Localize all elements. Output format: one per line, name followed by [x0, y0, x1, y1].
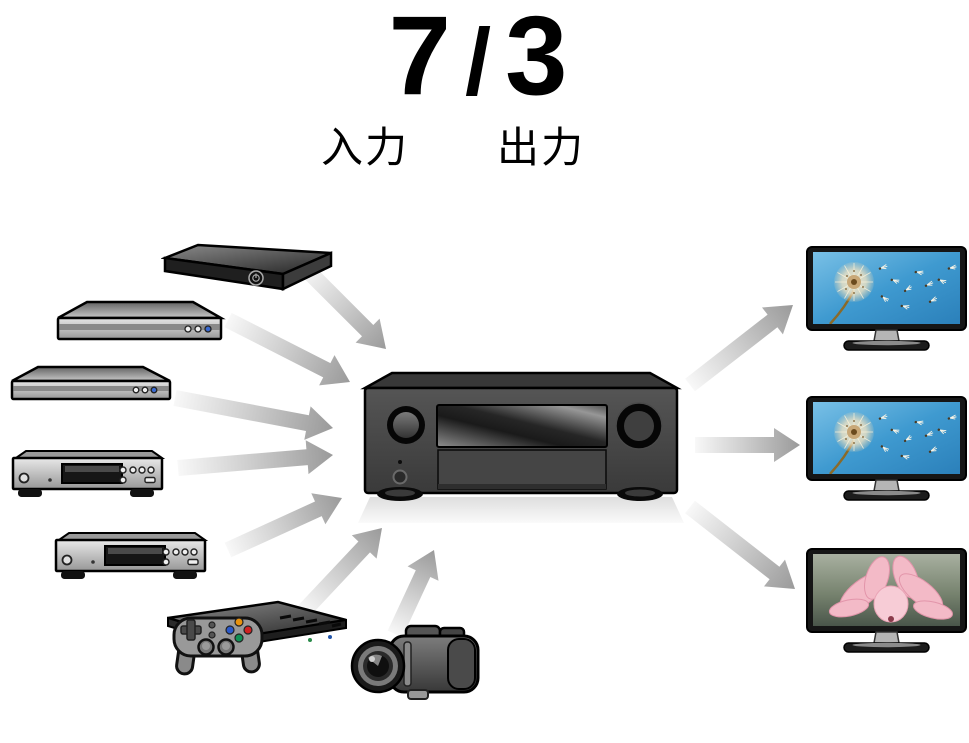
output-arrow-2 — [695, 428, 800, 462]
video-camera — [350, 624, 480, 700]
set-top-box — [161, 243, 333, 291]
receiver-front-panel — [437, 449, 607, 490]
receiver-shadow — [358, 497, 684, 523]
lens-icon — [350, 638, 406, 694]
player-buttons — [162, 548, 199, 566]
power-button — [18, 472, 30, 484]
output-arrow-1 — [685, 305, 793, 392]
input-arrow-2 — [224, 312, 350, 386]
power-button — [61, 554, 73, 566]
foot — [377, 487, 423, 501]
led — [91, 560, 95, 564]
foot — [617, 487, 663, 501]
volume-knob — [615, 402, 663, 450]
player-button — [184, 325, 192, 333]
foot — [61, 571, 85, 579]
foot — [130, 489, 154, 497]
player-power-led — [204, 325, 212, 333]
gamepad — [172, 616, 264, 676]
disc-player-2 — [10, 365, 172, 401]
game-console — [167, 600, 347, 676]
tv-dandelion-2 — [806, 396, 967, 501]
power-button — [392, 469, 408, 485]
led — [48, 478, 52, 482]
led — [398, 460, 402, 464]
cd-player-1 — [11, 450, 166, 497]
input-arrow-3 — [173, 390, 333, 440]
player-button — [194, 325, 202, 333]
tv-dandelion-1 — [806, 246, 967, 351]
tv-screen — [813, 554, 960, 626]
outputs-count: 3 — [505, 0, 568, 118]
disc-player-1 — [56, 300, 226, 341]
input-arrow-7 — [387, 550, 439, 638]
title: 7 / 3 — [250, 0, 706, 118]
input-arrow-4 — [177, 440, 333, 476]
tv-screen — [813, 402, 960, 474]
tv-lotus — [806, 548, 967, 653]
title-separator: / — [464, 9, 492, 114]
console-led-green — [308, 638, 312, 642]
tv-screen — [813, 252, 960, 324]
player-power-led — [150, 386, 158, 394]
player-button — [141, 386, 149, 394]
input-arrow-1 — [299, 262, 386, 349]
output-arrow-3 — [685, 500, 795, 589]
inputs-label: 入力 — [320, 124, 409, 171]
foot — [18, 489, 42, 497]
action-buttons — [225, 617, 253, 643]
dpad-icon — [180, 619, 202, 641]
power-icon — [248, 270, 264, 286]
foot — [173, 571, 197, 579]
input-selector-knob — [387, 406, 425, 444]
player-buttons — [119, 466, 156, 484]
input-arrow-6 — [297, 528, 382, 618]
input-arrow-5 — [224, 493, 342, 558]
receiver-display — [436, 404, 608, 448]
vents — [279, 614, 342, 628]
console-led-blue — [328, 635, 332, 639]
inputs-count: 7 — [388, 0, 451, 118]
outputs-label: 出力 — [496, 124, 585, 171]
player-button — [132, 386, 140, 394]
cd-player-2 — [54, 532, 209, 579]
av-receiver — [358, 371, 684, 523]
